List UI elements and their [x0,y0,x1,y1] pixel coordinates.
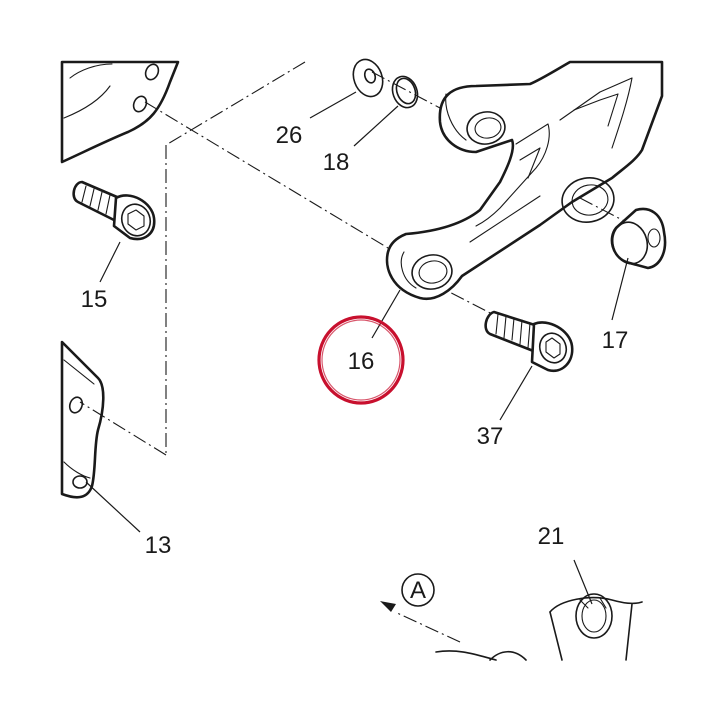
callout-17: 17 [602,327,629,354]
footpeg-bracket-16 [385,60,664,301]
callout-21: 21 [538,523,565,550]
callout-18: 18 [323,149,350,176]
bushing-17 [610,207,667,270]
callout-labels: 13 15 16 17 18 21 26 37 [81,122,629,559]
frame-bracket-upper [60,60,180,164]
leader-lines [85,91,629,605]
callout-15: 15 [81,286,108,313]
view-marker-label: A [410,577,426,604]
frame-bracket-lower [60,340,105,499]
callout-16: 16 [348,348,375,375]
callout-13: 13 [145,532,172,559]
callout-37: 37 [477,423,504,450]
washer-26 [352,58,384,98]
view-arrow-a: A [380,573,435,612]
view-marker-circle [401,573,435,607]
spring-clip-21 [435,593,643,661]
bolt-37 [484,310,574,373]
highlight-ring-inner [321,319,401,401]
highlight-ring [317,315,405,405]
o-ring-18 [391,75,419,109]
highlight-callout-16 [317,315,405,405]
bolt-15 [72,180,156,241]
callout-26: 26 [276,122,303,149]
